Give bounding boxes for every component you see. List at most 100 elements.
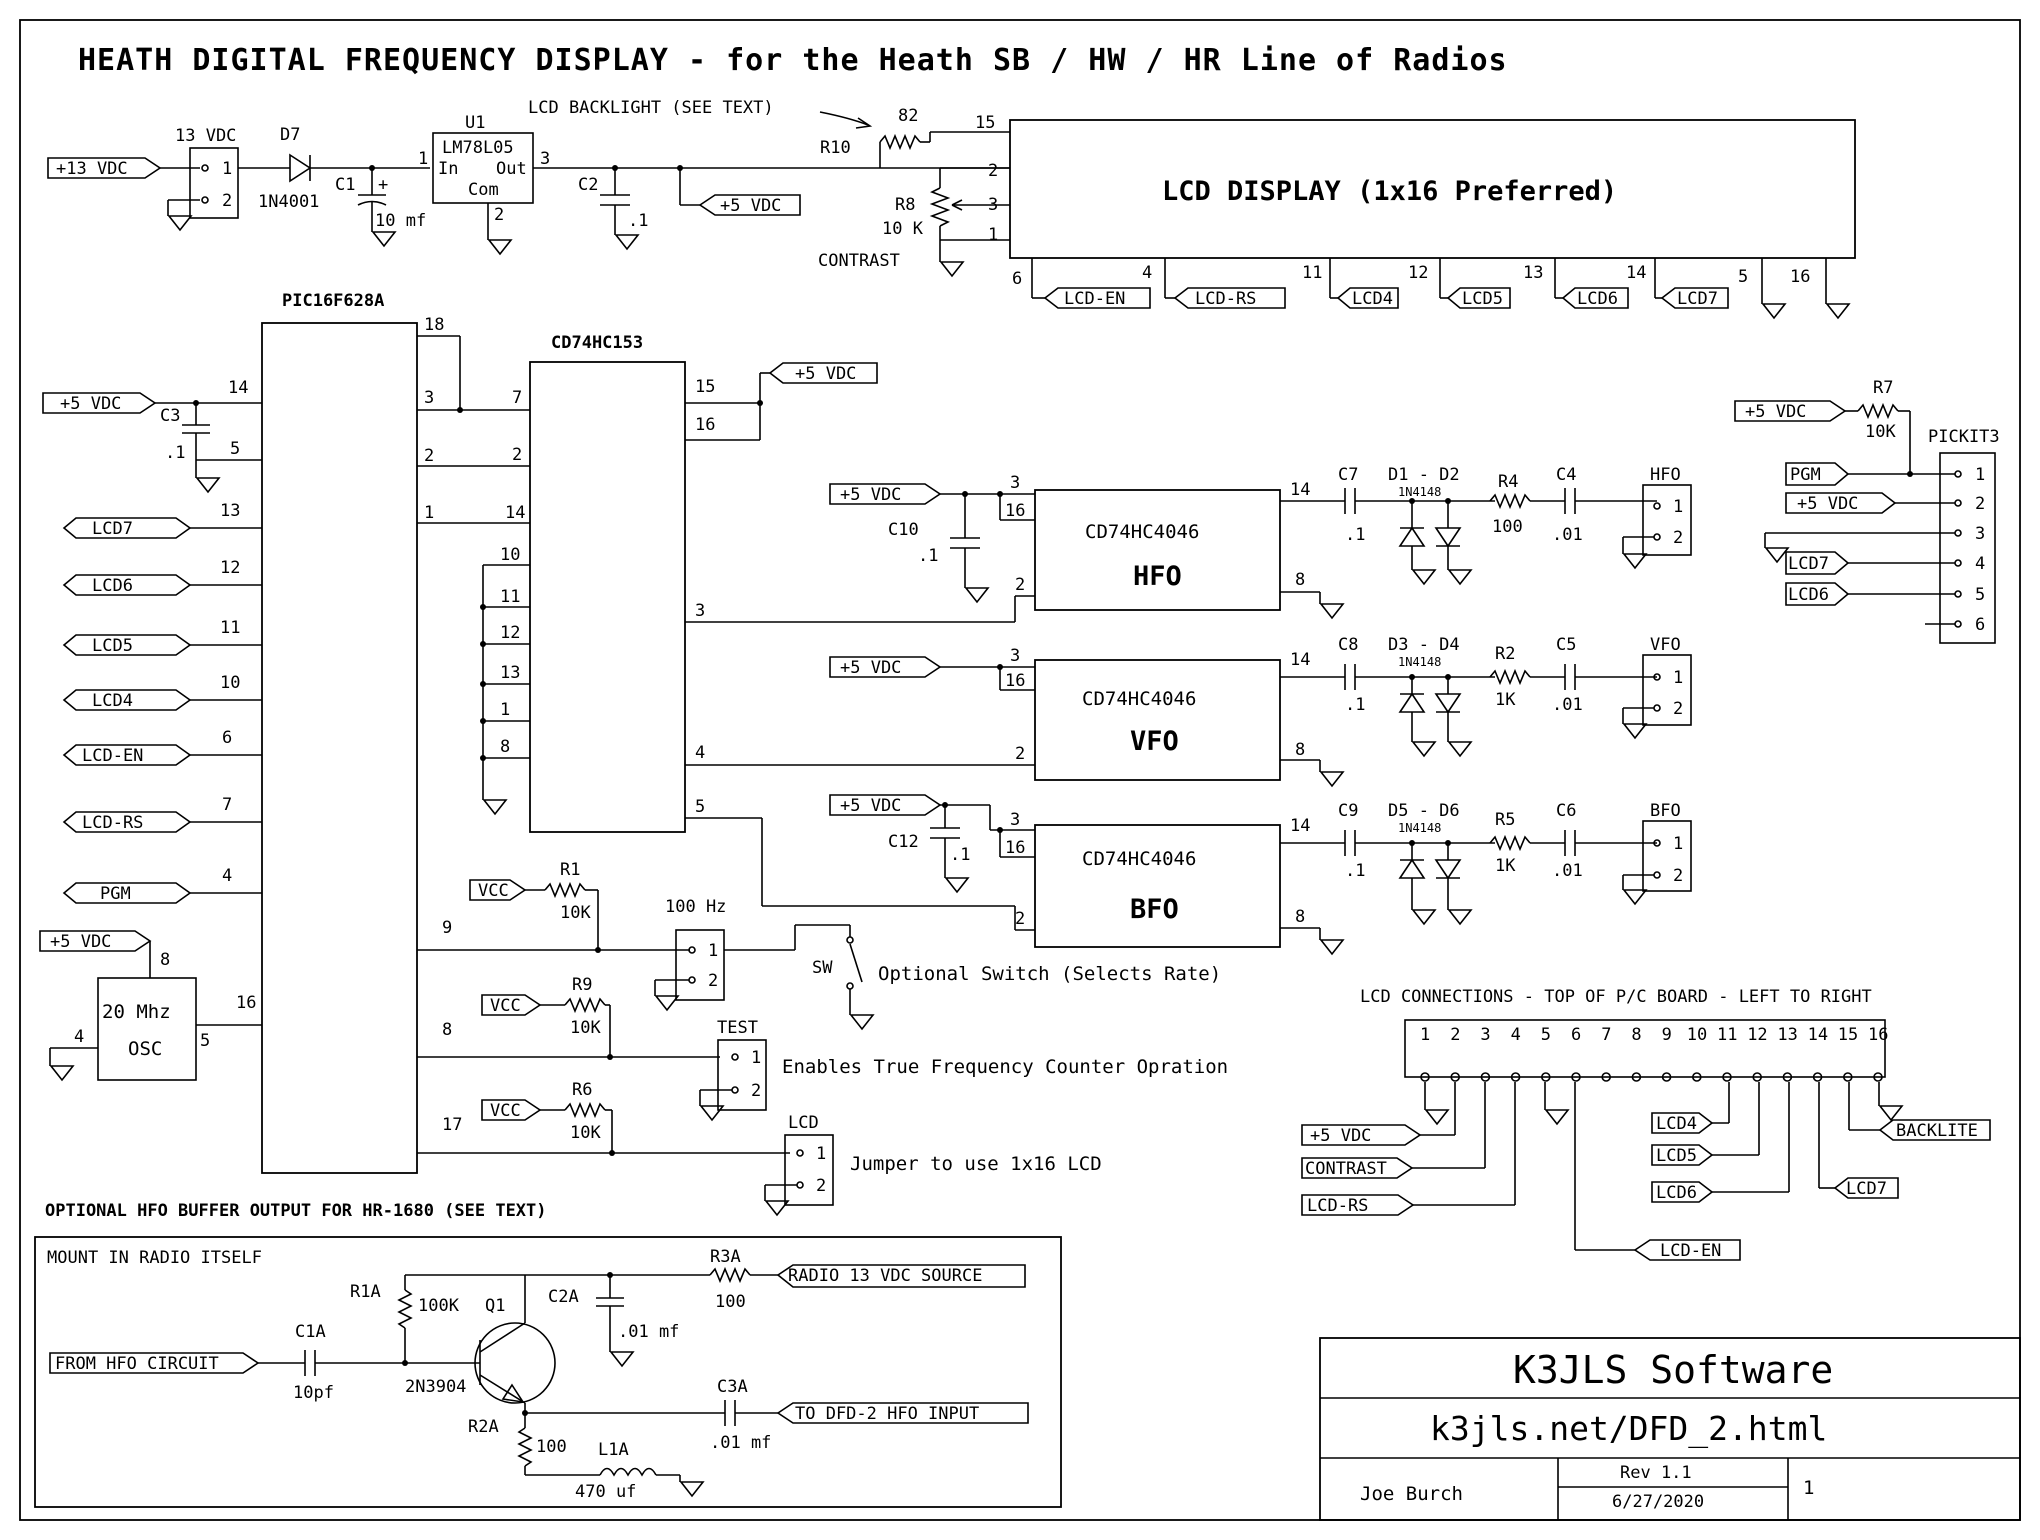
svg-text:18: 18 xyxy=(424,315,444,335)
svg-text:3: 3 xyxy=(1010,646,1020,666)
svg-text:6: 6 xyxy=(1975,615,1985,635)
r1-value: 10K xyxy=(560,903,591,923)
c10-value: .1 xyxy=(918,546,938,566)
c5-label: C5 xyxy=(1556,635,1576,655)
conn-hfo xyxy=(1642,484,1692,556)
title-block-rev: Rev 1.1 xyxy=(1620,1463,1692,1483)
lcd-display-section: LCD DISPLAY (1x16 Preferred) 6 LCD-EN 4 … xyxy=(1009,119,1856,319)
svg-text:2: 2 xyxy=(988,161,998,181)
lcd-conn-pin-4: 4 xyxy=(1511,1025,1521,1045)
lcd-conn-tag-backlite xyxy=(1878,1119,1991,1141)
tag-5vdc-pickit-label: +5 VDC xyxy=(1745,402,1806,422)
svg-text:1: 1 xyxy=(1975,465,1985,485)
lcd-conn-pin-5: 5 xyxy=(1541,1025,1551,1045)
svg-text:2: 2 xyxy=(1673,699,1683,719)
power-supply-section: +13 VDC 13 VDC 12 D7 1N4001 + C1 10 mf 1… xyxy=(47,98,1010,277)
lcd-conn-tag-contrast xyxy=(1301,1157,1414,1179)
svg-text:10: 10 xyxy=(500,545,520,565)
jumper-100hz: 9 VCC R1 10K 100 Hz 12 SW Optional Switc… xyxy=(417,860,1221,1030)
c6-value: .01 xyxy=(1552,861,1583,881)
conn-lcd xyxy=(784,1134,834,1206)
lcd-conn-pad-9 xyxy=(1661,1072,1672,1082)
pll-part-vfo: CD74HC4046 xyxy=(1082,688,1196,710)
svg-text:5: 5 xyxy=(200,1031,210,1051)
backlight-note: LCD BACKLIGHT (SEE TEXT) xyxy=(528,98,774,118)
tag-5vdc-mux xyxy=(768,362,878,384)
pll-part-bfo: CD74HC4046 xyxy=(1082,848,1196,870)
tag-5vdc-vfo-label: +5 VDC xyxy=(840,658,901,678)
svg-text:5: 5 xyxy=(1975,585,1985,605)
lcd-conn-pad-3 xyxy=(1480,1072,1491,1082)
title-block-date: 6/27/2020 xyxy=(1612,1492,1704,1512)
svg-text:13: 13 xyxy=(220,501,240,521)
lcd-conn-tag-contrast-label: CONTRAST xyxy=(1305,1159,1387,1179)
conn-13vdc xyxy=(189,147,239,219)
lcd-conn-pin-12: 12 xyxy=(1747,1025,1767,1045)
c1a-label: C1A xyxy=(295,1322,326,1342)
svg-text:14: 14 xyxy=(1626,263,1646,283)
q1-transistor xyxy=(474,1322,556,1404)
d1-d2-part: 1N4148 xyxy=(1398,485,1441,499)
contrast-label: CONTRAST xyxy=(818,251,900,271)
svg-text:1: 1 xyxy=(222,159,232,179)
svg-text:1: 1 xyxy=(988,225,998,245)
svg-text:15: 15 xyxy=(695,377,715,397)
svg-text:1: 1 xyxy=(708,941,718,961)
svg-text:8: 8 xyxy=(160,950,170,970)
pll-name-hfo: HFO xyxy=(1133,561,1182,592)
tag-5vdc-hfo-label: +5 VDC xyxy=(840,485,901,505)
svg-text:14: 14 xyxy=(228,378,248,398)
c1-label: C1 xyxy=(335,175,355,195)
r6-label: R6 xyxy=(572,1080,592,1100)
c12-label: C12 xyxy=(888,832,919,852)
conn-bfo xyxy=(1642,820,1692,892)
c9-label: C9 xyxy=(1338,801,1358,821)
lcd-connections-section: LCD CONNECTIONS - TOP OF P/C BOARD - LEF… xyxy=(1301,987,1991,1261)
svg-text:4: 4 xyxy=(222,866,232,886)
lcd-pin-tags: 6 LCD-EN 4 LCD-RS 11 LCD4 12 LCD5 13 LCD… xyxy=(1012,258,1850,319)
pll-chip-hfo xyxy=(1034,489,1281,611)
c3a-value: .01 mf xyxy=(710,1433,771,1453)
conn-vfo-label: VFO xyxy=(1650,635,1681,655)
r4-value: 100 xyxy=(1492,517,1523,537)
title-block-author: Joe Burch xyxy=(1360,1483,1463,1505)
pickit-section: +5 VDC R7 10K PICKIT3 PGM 1 +5 VDC 2 3 L… xyxy=(1734,378,2000,644)
conn-13vdc-label: 13 VDC xyxy=(175,126,236,146)
lcd-conn-tag-4-label: LCD4 xyxy=(1656,1114,1697,1134)
svg-text:2: 2 xyxy=(751,1081,761,1101)
tag-5vdc-pickit xyxy=(1734,400,1847,422)
r10-value: 82 xyxy=(898,106,918,126)
lcd-conn-tag-6 xyxy=(1651,1181,1714,1203)
tag-5vdc-mux-label: +5 VDC xyxy=(795,364,856,384)
c2-value: .1 xyxy=(628,211,648,231)
lcd-conn-pad-11 xyxy=(1722,1072,1732,1082)
tag-5vdc-reg xyxy=(698,194,801,216)
svg-text:16: 16 xyxy=(1005,671,1025,691)
svg-text:2: 2 xyxy=(1015,744,1025,764)
tag-5vdc-osc-label: +5 VDC xyxy=(50,932,111,952)
tag-to-dfd-label: TO DFD-2 HFO INPUT xyxy=(795,1404,979,1424)
lcd-conn-pin-14: 14 xyxy=(1808,1025,1828,1045)
c2-label: C2 xyxy=(578,175,598,195)
sw-note: Optional Switch (Selects Rate) xyxy=(878,963,1221,985)
c9-value: .1 xyxy=(1345,861,1365,881)
lcd-conn-pad-5 xyxy=(1541,1072,1551,1082)
c12-value: .1 xyxy=(950,845,970,865)
r1-label: R1 xyxy=(560,860,580,880)
r7-value: 10K xyxy=(1865,422,1896,442)
r2-value: 1K xyxy=(1495,690,1516,710)
c1a-value: 10pf xyxy=(293,1383,334,1403)
tag-13vdc-in-label: +13 VDC xyxy=(56,159,128,179)
lcd-conn-tag-5-label: LCD5 xyxy=(1656,1146,1697,1166)
pic-tag-lcd5: LCD5 xyxy=(92,636,133,656)
lcd-conn-pin-7: 7 xyxy=(1601,1025,1611,1045)
conn-hfo-label: HFO xyxy=(1650,465,1681,485)
svg-text:15: 15 xyxy=(975,113,995,133)
svg-text:3: 3 xyxy=(1010,810,1020,830)
c3-label: C3 xyxy=(160,406,180,426)
rate-jumper-label: 100 Hz xyxy=(665,897,726,917)
tag-5vdc-bfo-label: +5 VDC xyxy=(840,796,901,816)
pickit-tag-lcd6-label: LCD6 xyxy=(1788,585,1829,605)
tag-vcc-r1 xyxy=(469,879,527,901)
lcd-conn-tag-5vdc xyxy=(1301,1124,1422,1146)
